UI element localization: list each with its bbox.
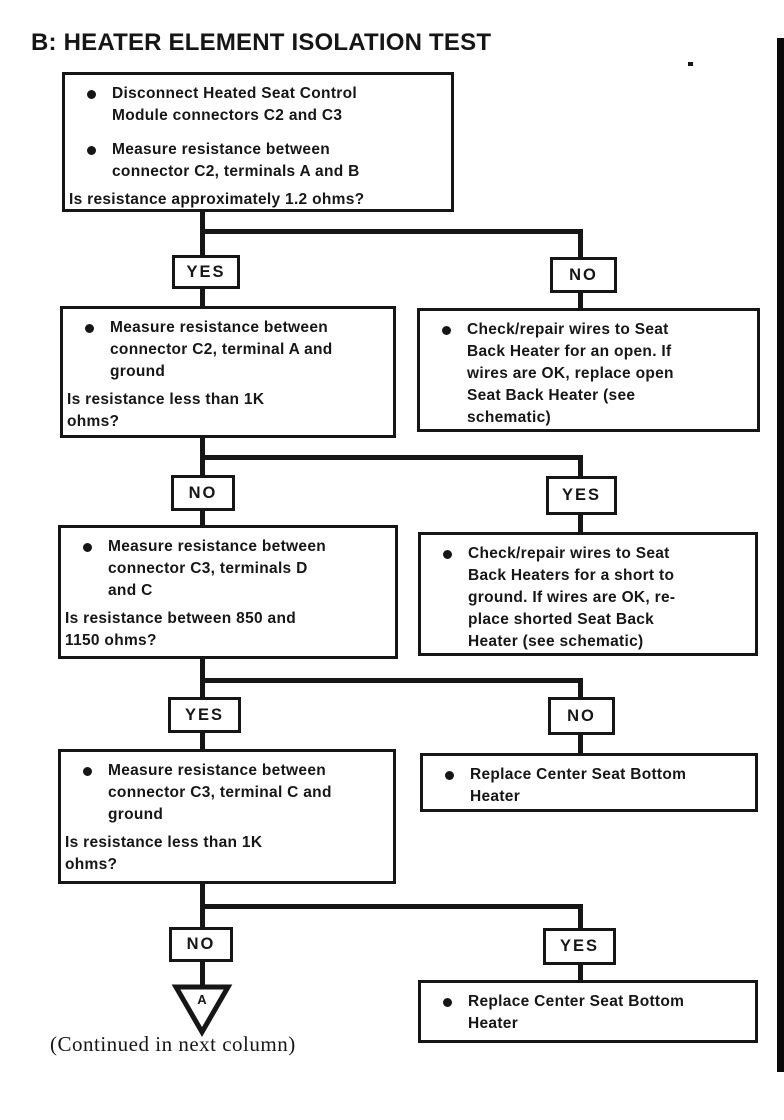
offpage-label: A: [197, 992, 207, 1007]
decision-yes-1: YES: [172, 255, 240, 289]
flow-action-replace-top: Replace Center Seat Bottom Heater: [420, 753, 758, 812]
connector-line: [578, 514, 583, 534]
bullet-item: Measure resistance between connector C2,…: [85, 317, 387, 383]
bullet-item: Measure resistance between connector C3,…: [83, 760, 387, 826]
connector-line: [200, 904, 583, 909]
connector-line: [578, 229, 583, 259]
bullet-item: Check/repair wires to Seat Back Heater f…: [442, 319, 751, 429]
decision-yes-3: YES: [168, 697, 241, 733]
bullet-text: Replace Center Seat Bottom Heater: [470, 766, 687, 805]
bullet-text: Measure resistance between connector C2,…: [112, 141, 360, 180]
bullet-text: Disconnect Heated Seat Control Module co…: [112, 85, 357, 124]
bullet-text: Check/repair wires to Seat Back Heaters …: [468, 545, 676, 650]
triangle-shape: [171, 984, 233, 1037]
question-text: Is resistance less than 1K ohms?: [67, 391, 265, 430]
flow-step-3: Measure resistance between connector C3,…: [58, 525, 398, 659]
bullet-item: Replace Center Seat Bottom Heater: [445, 764, 749, 808]
decision-yes-4: YES: [543, 928, 616, 965]
ink-speck: [688, 62, 693, 66]
connector-line: [578, 292, 583, 310]
connector-line: [200, 732, 205, 750]
connector-line: [200, 229, 583, 234]
decision-yes-2: YES: [546, 476, 617, 515]
connector-line: [200, 212, 205, 257]
flow-step-1: Disconnect Heated Seat Control Module co…: [62, 72, 454, 212]
bullet-icon: [443, 550, 452, 559]
flow-step-4: Measure resistance between connector C3,…: [58, 749, 396, 884]
question-text: Is resistance between 850 and 1150 ohms?: [65, 610, 296, 649]
bullet-icon: [83, 767, 92, 776]
bullet-icon: [445, 771, 454, 780]
bullet-icon: [85, 324, 94, 333]
bullet-icon: [83, 543, 92, 552]
bullet-text: Measure resistance between connector C2,…: [110, 319, 333, 380]
flow-action-open: Check/repair wires to Seat Back Heater f…: [417, 308, 760, 432]
bullet-item: Check/repair wires to Seat Back Heaters …: [443, 543, 749, 653]
page-edge-bar: [777, 38, 784, 1072]
question-text: Is resistance less than 1K ohms?: [65, 834, 263, 873]
bullet-text: Check/repair wires to Seat Back Heater f…: [467, 321, 674, 426]
offpage-connector-a: A: [171, 984, 233, 1037]
bullet-icon: [87, 146, 96, 155]
connector-line: [200, 961, 205, 988]
bullet-icon: [442, 326, 451, 335]
connector-line: [578, 678, 583, 700]
flow-step-2: Measure resistance between connector C2,…: [60, 306, 396, 438]
decision-no-1: NO: [550, 257, 617, 293]
connector-line: [200, 288, 205, 308]
connector-line: [578, 734, 583, 754]
bullet-icon: [87, 90, 96, 99]
bullet-item: Disconnect Heated Seat Control Module co…: [87, 83, 445, 127]
connector-line: [200, 510, 205, 526]
bullet-item: Measure resistance between connector C3,…: [83, 536, 389, 602]
connector-line: [578, 455, 583, 479]
page-title: B: HEATER ELEMENT ISOLATION TEST: [31, 29, 492, 56]
connector-line: [578, 904, 583, 931]
decision-no-4: NO: [169, 927, 233, 962]
connector-line: [578, 964, 583, 981]
continued-note: (Continued in next column): [50, 1032, 296, 1056]
decision-no-2: NO: [171, 475, 235, 511]
question-text: Is resistance approximately 1.2 ohms?: [69, 191, 365, 208]
connector-line: [200, 455, 583, 460]
connector-line: [200, 678, 583, 683]
bullet-text: Measure resistance between connector C3,…: [108, 762, 332, 823]
bullet-icon: [443, 998, 452, 1007]
bullet-item: Replace Center Seat Bottom Heater: [443, 991, 749, 1035]
flow-action-short: Check/repair wires to Seat Back Heaters …: [418, 532, 758, 656]
bullet-text: Replace Center Seat Bottom Heater: [468, 993, 685, 1032]
decision-no-3: NO: [548, 697, 615, 735]
bullet-item: Measure resistance between connector C2,…: [87, 139, 445, 183]
flow-action-replace-bottom: Replace Center Seat Bottom Heater: [418, 980, 758, 1043]
bullet-text: Measure resistance between connector C3,…: [108, 538, 327, 599]
